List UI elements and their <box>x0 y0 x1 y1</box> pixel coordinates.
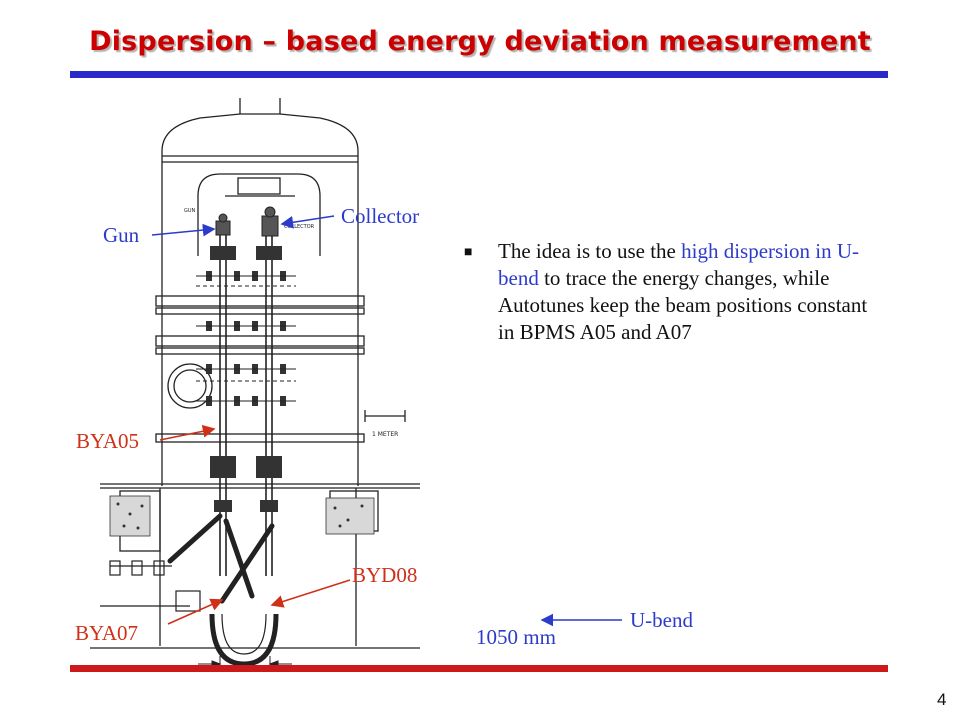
bullet-prefix: The idea is to use the <box>498 239 682 263</box>
bullet-highlight: high dispersion in U-bend <box>498 239 860 290</box>
gun-label: Gun <box>103 223 140 247</box>
bya07-label: BYA07 <box>75 621 139 645</box>
footer-rule <box>70 665 888 672</box>
title-underline <box>70 71 888 78</box>
scale-bar-label: 1 METER <box>372 431 398 438</box>
bullet-rest: to trace the energy changes, while Autot… <box>498 266 868 344</box>
slide-title: Dispersion – based energy deviation meas… <box>89 26 871 57</box>
ubend-label: U-bend <box>630 608 693 632</box>
bullet-square-icon: ■ <box>464 245 473 260</box>
byd08-label: BYD08 <box>352 563 418 587</box>
dimension-label: 1050 mm <box>476 625 556 649</box>
accelerator-drawing: 1 METER GUN COLLECTOR <box>90 98 420 671</box>
collector-label: Collector <box>341 204 420 228</box>
bullet-text: The idea is to use the high dispersion i… <box>498 238 868 346</box>
tiny-collector-label: COLLECTOR <box>284 224 315 230</box>
bya05-label: BYA05 <box>76 429 140 453</box>
page-number: 4 <box>937 690 947 709</box>
tiny-gun-label: GUN <box>184 208 196 214</box>
